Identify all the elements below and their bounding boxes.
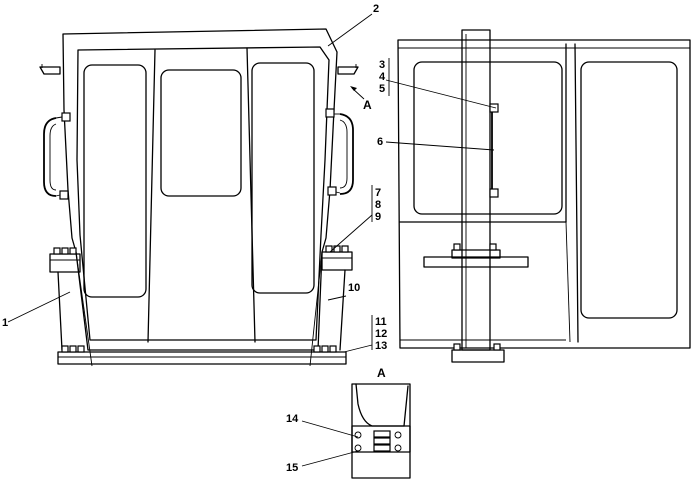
callout-8: 8 <box>375 199 381 211</box>
callout-14: 14 <box>286 413 299 425</box>
callout-1: 1 <box>2 317 8 329</box>
view-a-detail <box>351 383 411 479</box>
front-view <box>39 28 365 367</box>
view-a-arrow-label: A <box>363 98 372 112</box>
callout-10: 10 <box>348 282 360 294</box>
callout-3: 3 <box>379 59 385 71</box>
callout-13: 13 <box>375 340 387 352</box>
callout-12: 12 <box>375 328 387 340</box>
view-a-title: A <box>377 366 386 380</box>
callout-4: 4 <box>379 71 386 83</box>
callout-15: 15 <box>286 462 298 474</box>
callout-5: 5 <box>379 83 385 95</box>
callout-7: 7 <box>375 187 381 199</box>
callout-2: 2 <box>373 3 379 15</box>
callout-11: 11 <box>375 316 387 328</box>
callout-6: 6 <box>377 136 383 148</box>
leader-lines <box>7 13 497 467</box>
callout-9: 9 <box>375 211 381 223</box>
side-view <box>397 29 691 363</box>
